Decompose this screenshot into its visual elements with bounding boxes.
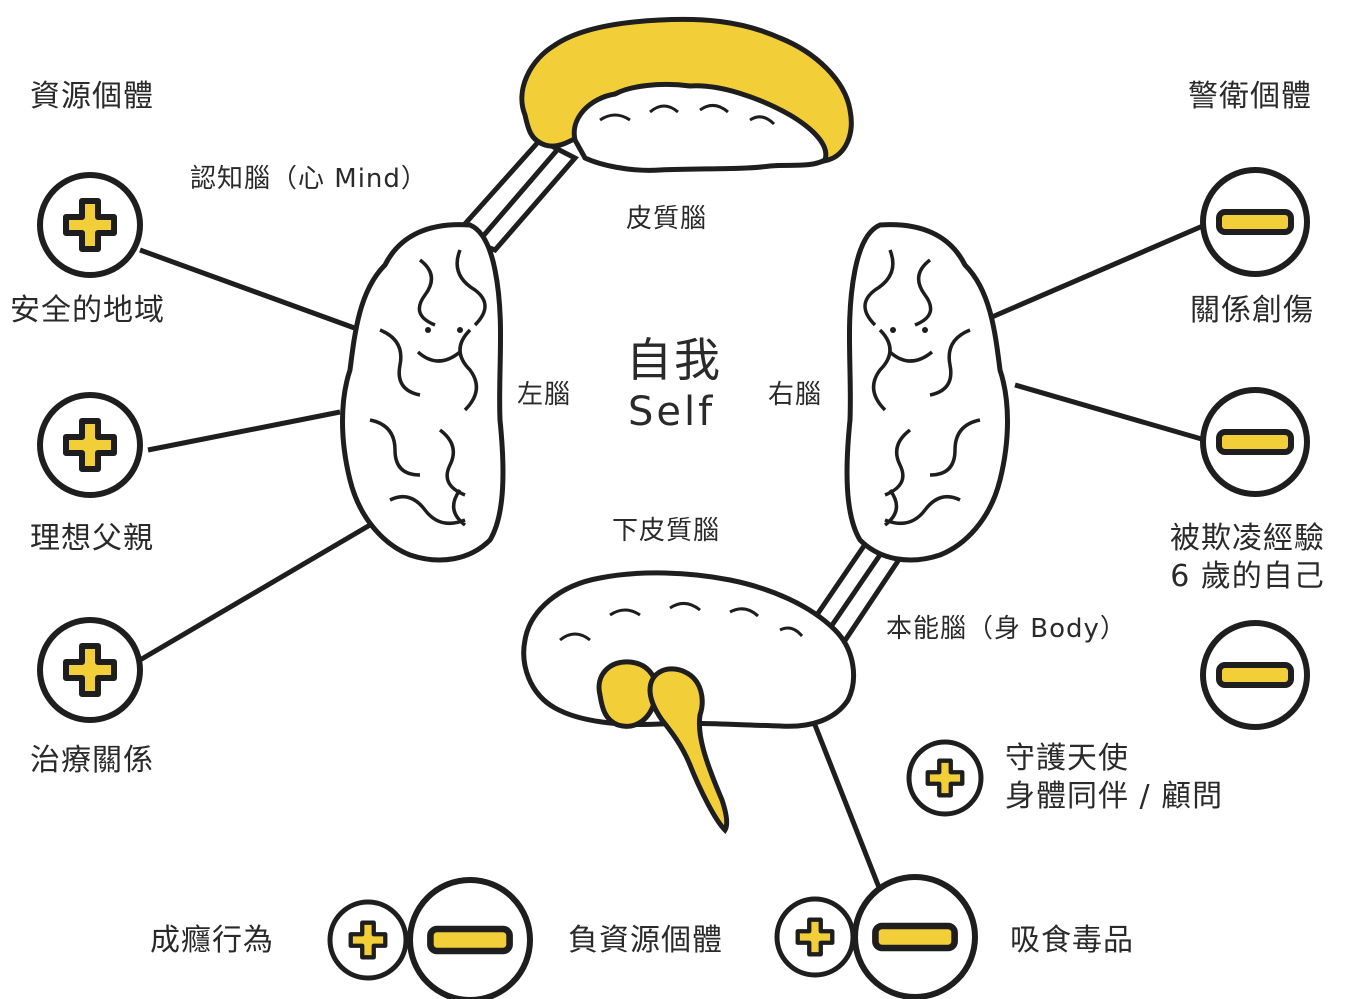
cortex-brain — [519, 16, 854, 173]
negative-resource-label: 負資源個體 — [568, 923, 723, 958]
right-item-label-2: 被欺凌經驗 6 歲的自己 — [1170, 520, 1325, 596]
self-en-label: Self — [628, 389, 716, 435]
subcortex-label: 下皮質腦 — [612, 516, 721, 546]
guard-heading: 警衛個體 — [1188, 79, 1312, 114]
left-brain — [340, 222, 506, 563]
right-item-label-1: 關係創傷 — [1190, 293, 1314, 328]
left-item-label-1: 安全的地域 — [10, 293, 165, 328]
minus-circle-1 — [1200, 167, 1310, 277]
self-zh-label: 自我 — [626, 333, 722, 387]
left-item-label-2: 理想父親 — [30, 521, 154, 556]
drugs-icon-pair — [774, 874, 978, 999]
right-brain-label: 右腦 — [768, 380, 823, 410]
guardian-label-line-1: 守護天使 — [1005, 741, 1129, 776]
drugs-label: 吸食毒品 — [1010, 923, 1134, 958]
plus-circle-guardian — [906, 739, 984, 817]
plus-circle-2 — [37, 392, 143, 498]
left-item-label-3: 治療關係 — [30, 743, 154, 778]
left-connectors — [138, 247, 372, 663]
guardian-label: 守護天使 身體同伴 / 顧問 — [1005, 740, 1223, 816]
cortex-label: 皮質腦 — [626, 204, 708, 234]
subcortex-brain — [521, 570, 857, 835]
minus-circle-2 — [1200, 387, 1310, 497]
right-connectors — [812, 222, 1206, 891]
plus-circle-3 — [37, 617, 143, 723]
instinct-brain-label: 本能腦（身 Body） — [886, 614, 1127, 644]
left-brain-label: 左腦 — [517, 380, 572, 410]
addiction-label: 成癮行為 — [150, 923, 274, 958]
resource-heading: 資源個體 — [30, 79, 154, 114]
right-item-label-2-line-1: 被欺凌經驗 — [1170, 521, 1325, 556]
plus-circle-1 — [37, 172, 143, 278]
addiction-icon-pair — [327, 877, 533, 999]
cognitive-brain-label: 認知腦（心 Mind） — [190, 164, 428, 194]
guardian-label-line-2: 身體同伴 / 顧問 — [1005, 779, 1224, 814]
right-item-label-2-line-2: 6 歲的自己 — [1170, 559, 1325, 594]
minus-circle-3 — [1200, 620, 1310, 730]
right-brain — [844, 222, 1010, 563]
